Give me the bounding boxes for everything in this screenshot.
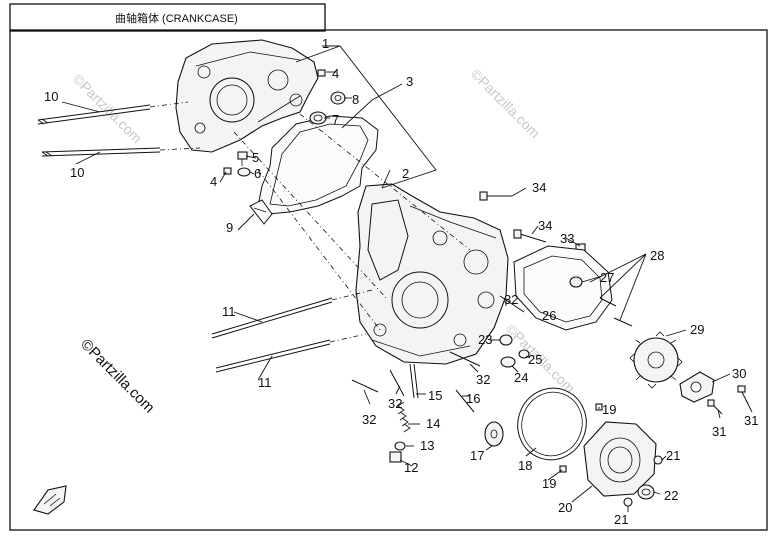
bolt-32-mid — [389, 369, 405, 397]
bolt-31-left — [707, 399, 723, 415]
stud-bolt-10-lower — [41, 147, 161, 157]
callout-31-right: 31 — [744, 413, 758, 428]
bolt-27 — [569, 276, 583, 288]
stud-bolt-11-lower — [215, 339, 331, 373]
callout-33: 33 — [560, 231, 574, 246]
callout-13: 13 — [420, 438, 434, 453]
oil-seal-8 — [330, 91, 346, 105]
diagram-title: 曲轴箱体 (CRANKCASE) — [115, 11, 238, 25]
callout-2: 2 — [402, 166, 409, 181]
stud-bolt-10-upper — [37, 104, 151, 125]
callout-8: 8 — [352, 92, 359, 107]
drain-bolt-5 — [237, 151, 248, 166]
bolt-32-center — [499, 295, 525, 313]
right-crankcase-half — [355, 183, 509, 365]
cover-o-ring — [517, 387, 587, 461]
callout-23: 23 — [478, 332, 492, 347]
shaft-15 — [409, 363, 419, 399]
callout-30: 30 — [732, 366, 746, 381]
callout-4-upper: 4 — [332, 66, 339, 81]
callout-21-upper: 21 — [666, 448, 680, 463]
callout-11-lower: 11 — [258, 375, 272, 390]
bolt-28-a — [599, 297, 617, 307]
callout-5: 5 — [252, 150, 259, 165]
spring-14 — [397, 401, 411, 433]
callout-10-upper: 10 — [44, 89, 58, 104]
bolt-32-left — [351, 379, 379, 393]
corner-logo-icon — [33, 485, 67, 515]
screw-21-upper — [653, 455, 663, 465]
screw-21-lower — [623, 497, 633, 507]
sprocket-retainer-plate — [679, 371, 715, 403]
dowel-pin-4-lower — [223, 167, 232, 175]
axis-line-11-upper — [331, 289, 373, 301]
callout-32-left: 32 — [362, 412, 376, 427]
callout-19-lower: 19 — [542, 476, 556, 491]
callout-9: 9 — [226, 220, 233, 235]
cover-gasket-right — [513, 245, 613, 331]
callout-3: 3 — [406, 74, 413, 89]
oil-strainer — [249, 199, 273, 225]
side-cover — [583, 421, 657, 497]
callout-7: 7 — [332, 112, 339, 127]
callout-12: 12 — [404, 460, 418, 475]
washer-24 — [500, 356, 516, 368]
callout-25: 25 — [528, 352, 542, 367]
callout-1: 1 — [322, 36, 329, 51]
bolt-32-lower — [449, 351, 481, 367]
callout-labels: 1 2 3 4 4 5 6 7 8 9 10 10 11 11 12 13 14… — [44, 36, 758, 527]
dowel-19-upper — [595, 403, 603, 411]
left-crankcase-half — [175, 39, 319, 153]
oil-seal-7 — [309, 111, 327, 125]
callout-26: 26 — [542, 308, 556, 323]
pin-16 — [455, 389, 475, 413]
dowel-pin-4-upper — [317, 69, 326, 77]
callout-14: 14 — [426, 416, 440, 431]
callout-32-lower: 32 — [476, 372, 490, 387]
bolt-34-upper — [479, 191, 512, 201]
callout-24: 24 — [514, 370, 528, 385]
callout-32-mid: 32 — [388, 396, 402, 411]
callout-22: 22 — [664, 488, 678, 503]
callout-10-lower: 10 — [70, 165, 84, 180]
watermark-top-right: ©Partzilla.com — [468, 66, 543, 141]
plug-12 — [389, 451, 402, 463]
callout-21-lower: 21 — [614, 512, 628, 527]
washer-6 — [237, 167, 251, 177]
watermark-top-left: ©Partzilla.com — [70, 71, 145, 146]
gear-17 — [484, 421, 504, 447]
bolt-34-lower — [513, 229, 547, 243]
leader-lines — [61, 45, 753, 512]
callout-29: 29 — [690, 322, 704, 337]
callout-31-left: 31 — [712, 424, 726, 439]
callout-27: 27 — [600, 270, 614, 285]
bolt-28-b — [613, 317, 633, 327]
crankcase-gasket — [257, 115, 379, 215]
callout-4-lower: 4 — [210, 174, 217, 189]
spacer-23 — [499, 334, 513, 346]
callout-17: 17 — [470, 448, 484, 463]
stud-bolt-11-upper — [211, 297, 333, 339]
diagram-frame — [9, 29, 768, 531]
callout-34-upper: 34 — [532, 180, 546, 195]
watermark-left: ©Partzilla.com — [77, 336, 158, 417]
axis-line-11-lower — [329, 333, 367, 343]
title-box — [9, 3, 326, 32]
callout-18: 18 — [518, 458, 532, 473]
callout-20: 20 — [558, 500, 572, 515]
oil-seal-22 — [637, 484, 655, 500]
callout-28: 28 — [650, 248, 664, 263]
callout-34-lower: 34 — [538, 218, 552, 233]
washer-13 — [394, 441, 406, 451]
callout-16: 16 — [466, 391, 480, 406]
callout-15: 15 — [428, 388, 442, 403]
callout-32-center: 32 — [504, 292, 518, 307]
callout-6: 6 — [254, 166, 261, 181]
callout-11-upper: 11 — [222, 304, 236, 319]
callout-19-upper: 19 — [602, 402, 616, 417]
drive-sprocket — [629, 331, 683, 389]
axis-line-10-lower — [159, 147, 201, 151]
dowel-19-lower — [559, 465, 567, 473]
